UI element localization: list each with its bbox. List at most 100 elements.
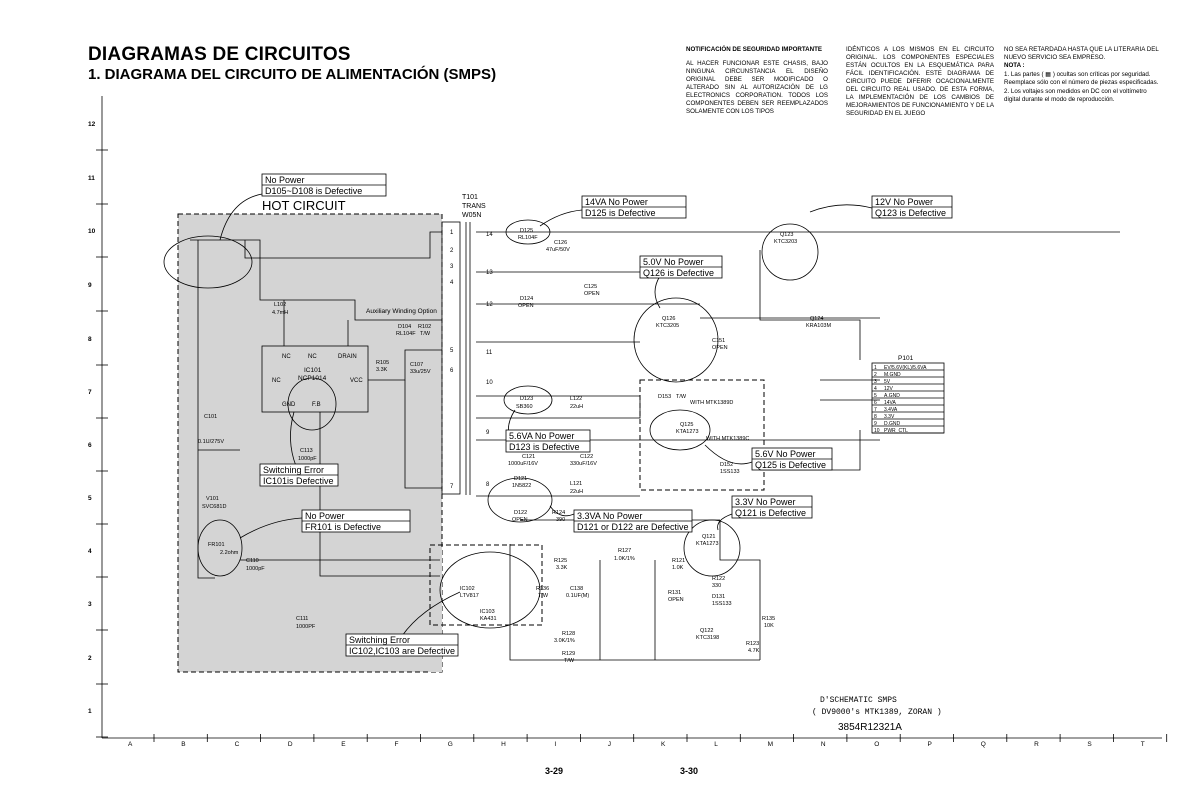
svg-text:C125: C125 bbox=[584, 284, 597, 290]
svg-text:LTV817: LTV817 bbox=[460, 593, 479, 599]
grid-col-label: F bbox=[395, 741, 399, 748]
grid-col-label: B bbox=[181, 741, 185, 748]
grid-col-label: I bbox=[554, 741, 556, 748]
svg-text:L122: L122 bbox=[570, 396, 582, 402]
svg-text:6: 6 bbox=[450, 368, 454, 374]
svg-text:D125: D125 bbox=[520, 228, 533, 234]
callout-10-line2: D121 or D122 are Defective bbox=[577, 522, 689, 532]
grid-row-label: 7 bbox=[88, 389, 92, 396]
svg-text:OPEN: OPEN bbox=[668, 597, 684, 603]
callout-9-line2: FR101 is Defective bbox=[305, 522, 381, 532]
svg-text:1000pF: 1000pF bbox=[246, 566, 265, 572]
svg-text:R122: R122 bbox=[712, 576, 725, 582]
svg-text:P101: P101 bbox=[898, 355, 914, 362]
svg-text:KTA1273: KTA1273 bbox=[676, 429, 699, 435]
svg-text:R105: R105 bbox=[376, 360, 389, 366]
grid-row-label: 11 bbox=[88, 175, 95, 182]
svg-text:OPEN: OPEN bbox=[512, 517, 528, 523]
svg-text:D104: D104 bbox=[398, 324, 411, 330]
svg-text:47uF/50V: 47uF/50V bbox=[546, 247, 570, 253]
title-block: D'SCHEMATIC SMPS ( DV9000's MTK1389, ZOR… bbox=[812, 696, 942, 733]
svg-text:NCP1014: NCP1014 bbox=[298, 375, 327, 382]
grid-col-label: E bbox=[341, 741, 346, 748]
connector-pin-number: 5 bbox=[874, 393, 877, 399]
svg-text:3854R12321A: 3854R12321A bbox=[838, 722, 902, 733]
svg-text:2: 2 bbox=[450, 248, 454, 254]
connector-pin-label: A.GND bbox=[884, 393, 900, 399]
grid-row-label: 8 bbox=[88, 336, 92, 343]
svg-text:R121: R121 bbox=[672, 558, 685, 564]
svg-text:C121: C121 bbox=[522, 454, 535, 460]
svg-text:2.2ohm: 2.2ohm bbox=[220, 550, 239, 556]
connector-pin-number: 3 bbox=[874, 379, 877, 385]
svg-text:R135: R135 bbox=[762, 616, 775, 622]
connector-pin-label: M.GND bbox=[884, 372, 901, 378]
connector-pin-label: EV/5.6V(KL)/5.6VA bbox=[884, 365, 927, 371]
svg-text:T/W: T/W bbox=[420, 331, 431, 337]
safety-notice-col2: IDÉNTICOS A LOS MISMOS EN EL CIRCUITO OR… bbox=[846, 46, 994, 118]
svg-text:C122: C122 bbox=[580, 454, 593, 460]
svg-text:3: 3 bbox=[450, 264, 454, 270]
svg-text:D123: D123 bbox=[520, 396, 533, 402]
page-number-left: 3-29 bbox=[545, 766, 564, 776]
connector-pin-number: 4 bbox=[874, 386, 877, 392]
grid-col-label: C bbox=[235, 741, 240, 748]
connector-pin-label: 3.3V bbox=[884, 414, 895, 420]
svg-text:Q125: Q125 bbox=[680, 422, 693, 428]
svg-text:1SS133: 1SS133 bbox=[720, 469, 740, 475]
svg-text:( DV9000's MTK1389, ZORAN ): ( DV9000's MTK1389, ZORAN ) bbox=[812, 708, 942, 717]
grid-col-label: T bbox=[1141, 741, 1145, 748]
svg-text:W05N: W05N bbox=[462, 212, 481, 219]
svg-text:R124: R124 bbox=[552, 510, 565, 516]
svg-text:KTC3198: KTC3198 bbox=[696, 635, 719, 641]
grid-col-label: N bbox=[821, 741, 826, 748]
svg-text:8: 8 bbox=[486, 482, 490, 488]
fault-markers bbox=[163, 219, 819, 629]
svg-text:T/W: T/W bbox=[538, 593, 549, 599]
safety-notice-text-3: NO SEA RETARDADA HASTA QUE LA LITERARIA … bbox=[1004, 46, 1159, 61]
svg-text:1.0K: 1.0K bbox=[672, 565, 684, 571]
svg-text:7: 7 bbox=[450, 484, 454, 490]
svg-text:D152: D152 bbox=[720, 462, 733, 468]
svg-text:9: 9 bbox=[486, 430, 490, 436]
svg-text:SB360: SB360 bbox=[516, 404, 533, 410]
svg-text:Q123: Q123 bbox=[780, 232, 793, 238]
callout-11-line2: IC102,IC103 are Defective bbox=[349, 646, 455, 656]
svg-text:R128: R128 bbox=[562, 631, 575, 637]
grid-col-label: P bbox=[928, 741, 932, 748]
svg-text:Q124: Q124 bbox=[810, 316, 823, 322]
svg-text:T/W: T/W bbox=[564, 658, 575, 664]
safety-notice-col1: NOTIFICACIÓN DE SEGURIDAD IMPORTANTE AL … bbox=[686, 46, 828, 116]
callout-8-line2: Q121 is Defective bbox=[735, 508, 806, 518]
svg-text:RL104F: RL104F bbox=[396, 331, 416, 337]
svg-text:1: 1 bbox=[450, 230, 454, 236]
grid-col-label: M bbox=[768, 741, 773, 748]
svg-text:L121: L121 bbox=[570, 481, 582, 487]
svg-text:R125: R125 bbox=[554, 558, 567, 564]
svg-text:OPEN: OPEN bbox=[712, 345, 728, 351]
svg-text:WITH MTK1389C: WITH MTK1389C bbox=[706, 436, 749, 442]
svg-text:KRA103M: KRA103M bbox=[806, 323, 831, 329]
svg-text:OPEN: OPEN bbox=[584, 291, 600, 297]
svg-text:F.B: F.B bbox=[312, 402, 321, 408]
svg-text:1000uF/16V: 1000uF/16V bbox=[508, 461, 538, 467]
connector-pin-label: 5V bbox=[884, 379, 891, 385]
hot-circuit-label: HOT CIRCUIT bbox=[262, 198, 346, 213]
svg-text:1.0K/1%: 1.0K/1% bbox=[614, 556, 635, 562]
grid-row-label: 2 bbox=[88, 655, 92, 662]
svg-text:L102: L102 bbox=[274, 302, 286, 308]
svg-text:22uH: 22uH bbox=[570, 489, 583, 495]
page-title: DIAGRAMAS DE CIRCUITOS bbox=[88, 44, 351, 65]
svg-text:D131: D131 bbox=[712, 594, 725, 600]
svg-text:C113: C113 bbox=[300, 448, 313, 454]
svg-text:4: 4 bbox=[450, 280, 454, 286]
svg-text:TRANS: TRANS bbox=[462, 203, 486, 210]
svg-text:R131: R131 bbox=[668, 590, 681, 596]
